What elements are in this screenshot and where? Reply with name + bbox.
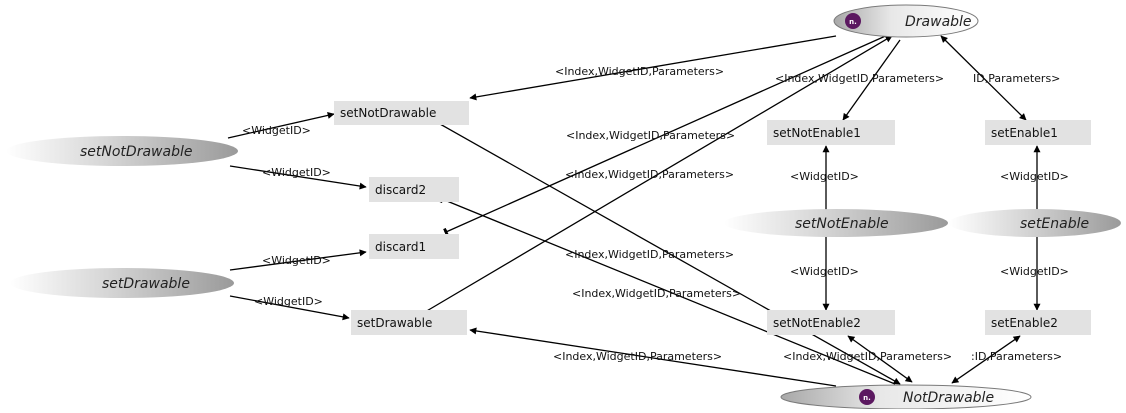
edge-setnotenable2-notdrawable [847,335,913,383]
place-ellipse [10,268,234,298]
edge-drawable-to-setnotenable1 [842,39,901,121]
edge-pnotdrawable-to-tnotdrawable [227,111,335,139]
edge-label: <WidgetID> [1000,170,1069,183]
place-label: setDrawable [102,276,190,292]
place-ellipse [833,4,979,38]
edge-label: <WidgetID> [790,170,859,183]
places: n. Drawable n. NotDrawable setNotDrawabl… [6,4,1121,410]
edge-pnotdrawable-to-discard2 [229,165,367,190]
place-label: setNotEnable [795,216,889,232]
transition-label: setDrawable [357,316,432,330]
edge-notdrawable-to-tdrawable [469,327,837,387]
transition-box [334,101,469,125]
transition-setnotenable2[interactable]: setNotEnable2 [767,310,895,335]
transition-label: setEnable2 [991,316,1058,330]
edge-label: <Index,WidgetID,Parameters> [783,350,952,363]
place-drawable[interactable]: n. Drawable [833,4,979,38]
place-setenable[interactable]: setEnable [949,209,1121,237]
edge-label: <Index,WidgetID,Parameters> [555,65,724,78]
edge-label: <Index,WidgetID,Parameters> [565,248,734,261]
place-setnotenable[interactable]: setNotEnable [724,209,948,237]
token-marker-icon [859,389,875,405]
transition-label: setNotEnable1 [773,126,861,140]
edge-label: <Index,WidgetID,Parameters> [553,350,722,363]
transition-box [767,120,895,145]
edges [227,33,1041,387]
place-label: NotDrawable [903,390,994,406]
edge-label: <WidgetID> [262,254,331,267]
edge-label: <WidgetID> [790,265,859,278]
edge-pdrawable-to-discard1 [229,249,367,271]
transition-discard2[interactable]: discard2 [369,177,459,202]
place-notdrawable[interactable]: n. NotDrawable [780,384,1032,410]
token-marker-icon [845,13,861,29]
edge-label: <Index,WidgetID,Parameters> [565,168,734,181]
edge-tnotdrawable-to-notdrawable [439,123,901,385]
edge-label: <Index,WidgetID,Parameters> [566,129,735,142]
place-label: setNotDrawable [80,144,192,160]
place-ellipse [6,136,238,166]
transition-setdrawable[interactable]: setDrawable [351,310,467,335]
edge-label: <WidgetID> [254,295,323,308]
transition-box [985,310,1091,335]
edge-label: <WidgetID> [262,166,331,179]
edge-label: <WidgetID> [1000,265,1069,278]
edge-label: <WidgetID> [242,124,311,137]
place-setnotdrawable[interactable]: setNotDrawable [6,136,238,166]
place-label: setEnable [1020,216,1089,232]
token-marker-glyph: n. [849,18,857,26]
edge-drawable-to-discard1 [443,33,891,237]
place-ellipse [724,209,948,237]
transition-box [767,310,895,335]
transition-box [985,120,1091,145]
edge-label: :ID,Parameters> [971,350,1062,363]
transition-box [351,310,467,335]
place-ellipse [949,209,1121,237]
edge-drawable-to-setnotdrawable [469,35,837,101]
transition-setenable2[interactable]: setEnable2 [985,310,1091,335]
transition-setnotenable1[interactable]: setNotEnable1 [767,120,895,145]
place-setdrawable[interactable]: setDrawable [10,268,234,298]
transition-setnotdrawable[interactable]: setNotDrawable [334,101,469,125]
token-marker-glyph: n. [863,394,871,402]
edge-labels: <Index,WidgetID,Parameters> <Index,Widge… [242,65,1069,363]
transition-label: setNotEnable2 [773,316,861,330]
transition-label: setNotDrawable [340,106,436,120]
edge-label: <Index,WidgetID,Parameters> [775,72,944,85]
transition-label: discard1 [375,240,426,254]
transition-label: setEnable1 [991,126,1058,140]
edge-setenable2-notdrawable [951,335,1021,384]
edge-drawable-setenable1 [940,35,1027,121]
transition-label: discard2 [375,183,426,197]
edge-notdrawable-to-discard2 [439,194,896,385]
edge-label: <Index,WidgetID,Parameters> [572,287,741,300]
edge-setdrawable-to-drawable [424,35,893,313]
place-label: Drawable [905,14,972,30]
transition-box [369,234,459,259]
transition-box [369,177,459,202]
transition-discard1[interactable]: discard1 [369,234,459,259]
edge-pdrawable-to-tdrawable [229,295,350,321]
edge-label: ID,Parameters> [973,72,1060,85]
transition-setenable1[interactable]: setEnable1 [985,120,1091,145]
transitions: setNotDrawable discard2 discard1 setDraw… [334,101,1091,335]
